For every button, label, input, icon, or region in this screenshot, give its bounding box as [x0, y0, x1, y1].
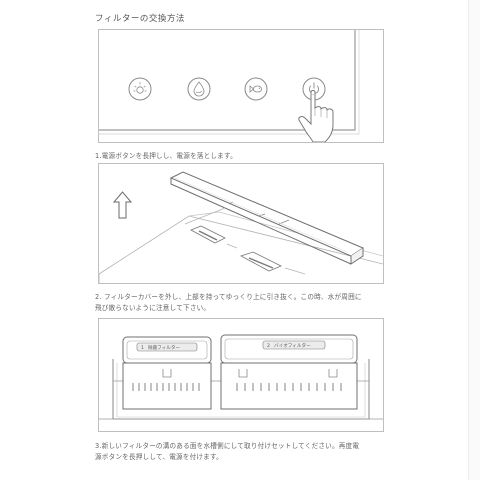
filter-2	[220, 334, 358, 410]
step2-illustration	[98, 163, 384, 284]
up-arrow-icon	[112, 191, 133, 219]
caption-line: 3.新しいフィルターの溝のある面を水槽側にして取り付けセットしてください。再度電	[95, 442, 360, 450]
filter-1-number: 1	[141, 345, 144, 351]
step1-caption: 1.電源ボタンを長押しし、電源を落とします。	[95, 151, 395, 162]
caption-line: 源ボタンを長押しして、電源を付けます。	[95, 453, 223, 461]
filter-cover	[169, 171, 365, 265]
filter-1	[122, 336, 212, 410]
caption-line: 1.電源ボタンを長押しし、電源を落とします。	[95, 152, 237, 160]
filter-1-label: 除菌フィルター	[148, 344, 180, 351]
step3-caption: 3.新しいフィルターの溝のある面を水槽側にして取り付けセットしてください。再度電…	[95, 441, 395, 463]
step3-illustration: 1 除菌フィルター 2 バイオフィルター	[98, 318, 384, 432]
step2-caption: 2. フィルターカバーを外し、上部を持ってゆっくり上に引き抜く。この時、水が周囲…	[95, 292, 395, 314]
fish-icon[interactable]	[244, 77, 268, 101]
page-edge	[468, 0, 480, 480]
filter-slot-1	[190, 225, 226, 244]
page-title: フィルターの交換方法	[95, 14, 185, 24]
water-drop-icon[interactable]	[187, 77, 211, 101]
filter-slot-2	[239, 251, 282, 272]
step1-illustration	[98, 29, 384, 143]
hand-illustration	[298, 90, 334, 142]
caption-line: 2. フィルターカバーを外し、上部を持ってゆっくり上に引き抜く。この時、水が周囲…	[95, 293, 362, 301]
light-icon[interactable]	[128, 77, 152, 101]
filter-2-number: 2	[267, 343, 270, 349]
filter-2-label: バイオフィルター	[274, 342, 311, 349]
caption-line: 飛び散らないように注意して下さい。	[95, 304, 211, 312]
